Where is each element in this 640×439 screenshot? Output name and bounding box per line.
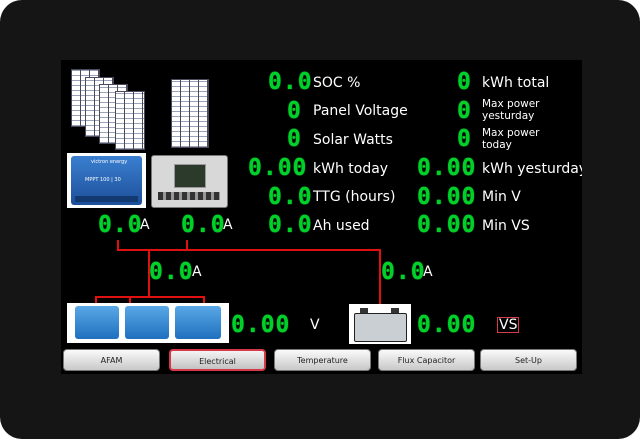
panel-voltage-label: Panel Voltage bbox=[313, 103, 408, 119]
controller-model-text: MPPT 100 | 30 bbox=[85, 177, 121, 183]
starter-current-value: 0.0 bbox=[381, 259, 426, 285]
wire-bank-bus bbox=[95, 296, 205, 298]
kwh-today-value: 0.00 bbox=[248, 155, 308, 181]
tab-flux-capacitor[interactable]: Flux Capacitor bbox=[378, 349, 475, 371]
max-power-yesterday-label-line2: yesturday bbox=[482, 110, 535, 122]
tab-afam[interactable]: AFAM bbox=[63, 349, 160, 371]
solar-watts-value: 0 bbox=[287, 126, 302, 152]
victron-controller-image: victron energy MPPT 100 | 30 bbox=[67, 153, 146, 208]
soc-value: 0.0 bbox=[268, 69, 313, 95]
pwm-controller-image bbox=[151, 155, 228, 208]
solar-panel-4 bbox=[115, 91, 145, 150]
controller-terminals bbox=[75, 196, 138, 202]
kwh-today-label: kWh today bbox=[313, 161, 389, 177]
kwh-total-value: 0 bbox=[457, 69, 472, 95]
max-power-today-label-line1: Max power bbox=[482, 127, 540, 139]
controller2-current-unit: A bbox=[223, 217, 233, 233]
hmi-screen: victron energy MPPT 100 | 30 0.0 A 0.0 A… bbox=[61, 60, 582, 374]
max-power-yesterday-label-line1: Max power bbox=[482, 98, 540, 110]
max-power-yesterday-value: 0 bbox=[457, 98, 472, 124]
starter-voltage-value: 0.00 bbox=[417, 312, 477, 338]
solar-watts-label: Solar Watts bbox=[313, 132, 393, 148]
controller1-current-value: 0.0 bbox=[98, 212, 143, 238]
controller-body: victron energy MPPT 100 | 30 bbox=[71, 156, 142, 205]
soc-label: SOC % bbox=[313, 75, 361, 91]
ttg-value: 0.0 bbox=[268, 184, 313, 210]
pwm-terminals bbox=[158, 192, 220, 200]
ah-used-label: Ah used bbox=[313, 218, 370, 234]
wire-starter-drop bbox=[379, 249, 381, 305]
wire-right-drop bbox=[186, 240, 188, 250]
wire-bank-drop bbox=[148, 249, 150, 296]
kwh-yesterday-value: 0.00 bbox=[417, 155, 477, 181]
starter-battery-terminal-neg bbox=[360, 308, 368, 313]
wire-bank-tap-1 bbox=[95, 296, 97, 304]
starter-current-unit: A bbox=[423, 264, 433, 280]
min-vs-value: 0.00 bbox=[417, 212, 477, 238]
min-v-label: Min V bbox=[482, 189, 521, 205]
controller1-current-unit: A bbox=[140, 217, 150, 233]
starter-battery-body bbox=[354, 313, 407, 342]
controller-brand-text: victron energy bbox=[91, 159, 128, 165]
pwm-display bbox=[174, 164, 206, 188]
bank-voltage-value: 0.00 bbox=[231, 312, 291, 338]
bank-current-value: 0.0 bbox=[149, 259, 194, 285]
bank-current-unit: A bbox=[192, 264, 202, 280]
min-vs-label: Min VS bbox=[482, 218, 530, 234]
wire-bank-tap-2 bbox=[129, 296, 131, 304]
bank-battery-3 bbox=[175, 306, 221, 339]
ttg-label: TTG (hours) bbox=[313, 189, 396, 205]
bank-voltage-unit: V bbox=[310, 317, 320, 333]
min-v-value: 0.00 bbox=[417, 184, 477, 210]
bank-battery-1 bbox=[75, 306, 119, 339]
starter-battery-terminal-pos bbox=[391, 308, 399, 313]
starter-voltage-unit: VS bbox=[497, 317, 520, 333]
tab-temperature[interactable]: Temperature bbox=[274, 349, 371, 371]
wire-main-bus bbox=[117, 249, 381, 251]
starter-battery-image bbox=[349, 304, 411, 344]
kwh-total-label: kWh total bbox=[482, 75, 550, 91]
solar-panel-5 bbox=[171, 79, 209, 148]
max-power-today-label-line2: today bbox=[482, 139, 512, 151]
bank-battery-2 bbox=[125, 306, 169, 339]
kwh-yesterday-label: kWh yesturday bbox=[482, 161, 582, 177]
wire-bank-tap-3 bbox=[203, 296, 205, 304]
max-power-today-value: 0 bbox=[457, 126, 472, 152]
tab-electrical[interactable]: Electrical bbox=[169, 349, 266, 371]
panel-voltage-value: 0 bbox=[287, 98, 302, 124]
controller2-current-value: 0.0 bbox=[181, 212, 226, 238]
tab-set-up[interactable]: Set-Up bbox=[480, 349, 577, 371]
ah-used-value: 0.0 bbox=[268, 212, 313, 238]
wire-left-drop bbox=[117, 240, 119, 250]
battery-bank-image bbox=[67, 303, 229, 343]
